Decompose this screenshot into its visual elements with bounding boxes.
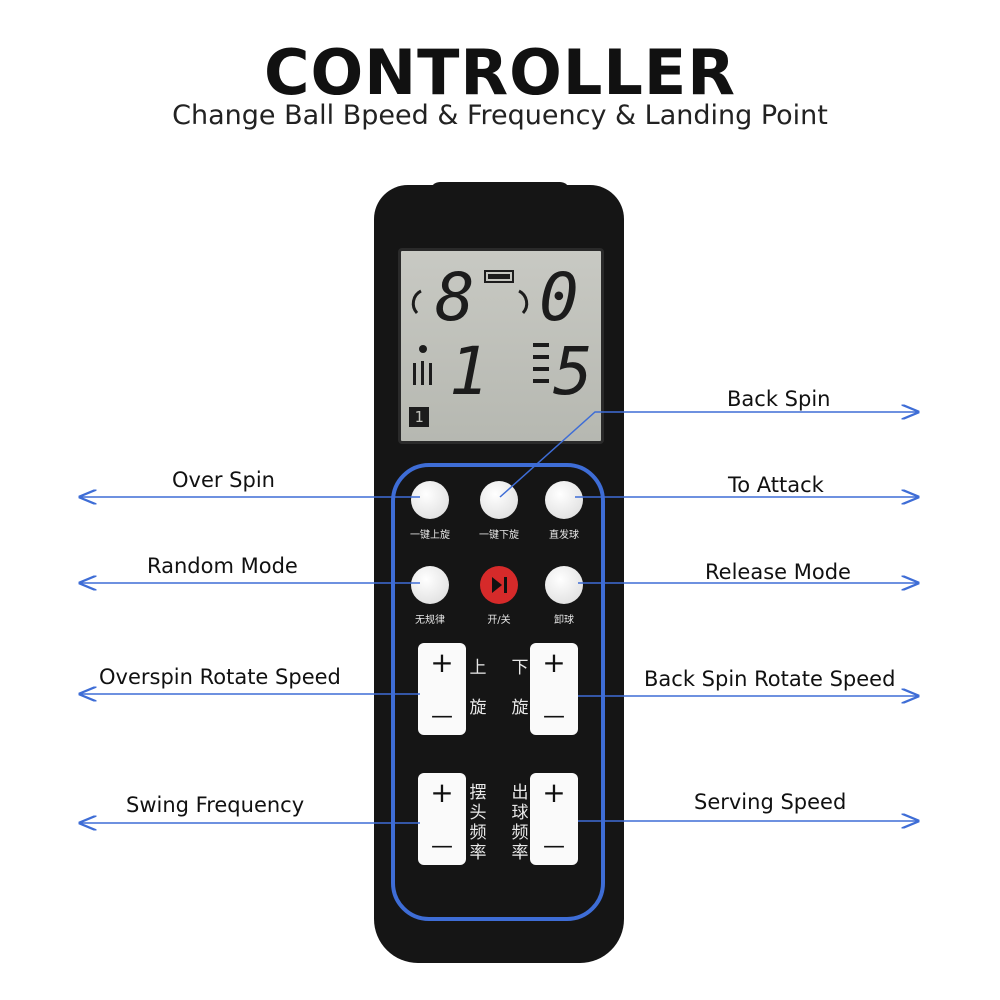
speed-level-icon bbox=[533, 343, 549, 383]
rotate-right-icon bbox=[518, 289, 529, 315]
backspin-speed-label: 下 旋 bbox=[511, 658, 529, 718]
swing-frequency-label: 摆 头 频 率 bbox=[469, 783, 487, 863]
swing-frequency-plus[interactable]: + bbox=[430, 776, 454, 809]
callout-serving-speed: Serving Speed bbox=[694, 790, 847, 814]
serving-speed-minus[interactable]: — bbox=[543, 834, 565, 859]
swing-frequency-minus[interactable]: — bbox=[431, 834, 453, 859]
rotate-left-icon bbox=[411, 289, 422, 315]
lcd-mode-badge: 1 bbox=[409, 407, 429, 427]
lcd-digit-top-left: 8 bbox=[435, 259, 475, 336]
lcd-icons bbox=[411, 270, 549, 385]
overspin-speed-label: 上 旋 bbox=[469, 658, 487, 718]
random-mode-button-caption: 无规律 bbox=[415, 615, 445, 626]
serving-speed-plus[interactable]: + bbox=[542, 776, 566, 809]
lcd-digit-bottom-left: 1 bbox=[449, 333, 489, 410]
lcd-digit-bottom-right: 5 bbox=[553, 333, 593, 410]
callout-back-spin: Back Spin bbox=[727, 387, 831, 411]
callout-overspin-rotate-speed: Overspin Rotate Speed bbox=[99, 665, 341, 689]
release-mode-button[interactable] bbox=[545, 566, 583, 604]
page-title: CONTROLLER bbox=[264, 36, 736, 109]
lcd-display: 8 0 1 5 1 bbox=[398, 248, 604, 444]
backspin-speed-rocker[interactable]: + — bbox=[530, 643, 578, 735]
overspin-speed-minus[interactable]: — bbox=[431, 704, 453, 729]
release-mode-button-caption: 卸球 bbox=[554, 615, 574, 626]
arrow-back-spin bbox=[499, 412, 918, 498]
callout-release-mode: Release Mode bbox=[705, 560, 851, 584]
swing-icon bbox=[413, 345, 432, 385]
random-mode-button[interactable] bbox=[411, 566, 449, 604]
backspin-button-caption: 一键下旋 bbox=[479, 530, 519, 541]
button-panel-frame bbox=[391, 463, 605, 921]
overspin-speed-rocker[interactable]: + — bbox=[418, 643, 466, 735]
callout-to-attack: To Attack bbox=[728, 473, 824, 497]
serving-speed-label: 出 球 频 率 bbox=[511, 783, 529, 863]
overspin-button-caption: 一键上旋 bbox=[410, 530, 450, 541]
page-subtitle: Change Ball Bpeed & Frequency & Landing … bbox=[172, 100, 828, 131]
battery-icon bbox=[484, 270, 514, 283]
callout-swing-frequency: Swing Frequency bbox=[126, 793, 305, 817]
serving-speed-rocker[interactable]: + — bbox=[530, 773, 578, 865]
battery-level-icon bbox=[488, 274, 510, 279]
swing-frequency-rocker[interactable]: + — bbox=[418, 773, 466, 865]
power-button[interactable] bbox=[480, 566, 518, 604]
backspin-speed-plus[interactable]: + bbox=[542, 646, 566, 679]
lcd-digit-top-right: 0 bbox=[539, 259, 579, 336]
overspin-speed-plus[interactable]: + bbox=[430, 646, 454, 679]
attack-button[interactable] bbox=[545, 481, 583, 519]
attack-button-caption: 直发球 bbox=[549, 530, 579, 541]
callout-over-spin: Over Spin bbox=[172, 468, 275, 492]
backspin-speed-minus[interactable]: — bbox=[543, 704, 565, 729]
callout-back-spin-rotate-speed: Back Spin Rotate Speed bbox=[644, 667, 896, 691]
play-pause-icon bbox=[492, 577, 507, 593]
power-button-caption: 开/关 bbox=[487, 615, 511, 626]
overspin-button[interactable] bbox=[411, 481, 449, 519]
callout-random-mode: Random Mode bbox=[147, 554, 298, 578]
